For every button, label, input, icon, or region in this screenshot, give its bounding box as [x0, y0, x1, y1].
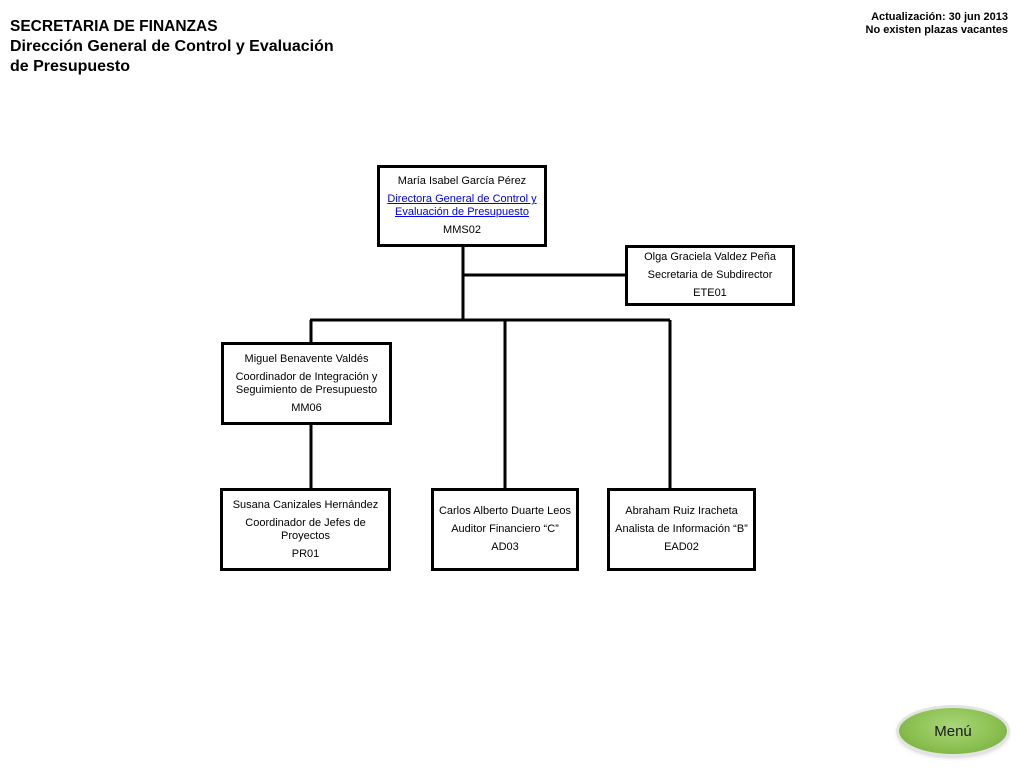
auditor-code: AD03: [491, 541, 519, 553]
project-coordinator-box: Susana Canizales Hernández Coordinador d…: [220, 488, 391, 571]
project-coordinator-code: PR01: [291, 547, 320, 560]
auditor-name: Carlos Alberto Duarte Leos: [438, 505, 572, 517]
page-header: SECRETARIA DE FINANZAS Dirección General…: [10, 17, 334, 77]
coordinator-code: MM06: [291, 401, 322, 414]
analyst-name: Abraham Ruiz Iracheta: [625, 505, 738, 517]
menu-button[interactable]: Menú: [899, 708, 1007, 754]
analyst-box: Abraham Ruiz Iracheta Analista de Inform…: [607, 488, 756, 571]
auditor-box: Carlos Alberto Duarte Leos Auditor Finan…: [431, 488, 579, 571]
coordinator-name: Miguel Benavente Valdés: [244, 352, 369, 365]
director-name: María Isabel García Pérez: [397, 175, 527, 187]
director-title-link[interactable]: Directora General de Control y Evaluació…: [387, 193, 537, 218]
vacancy-note: No existen plazas vacantes: [865, 24, 1008, 36]
secretary-box: Olga Graciela Valdez Peña Secretaria de …: [625, 245, 795, 306]
menu-button-label: Menú: [934, 722, 972, 740]
director-box: María Isabel García Pérez Directora Gene…: [377, 165, 547, 247]
department-name-line2: de Presupuesto: [10, 58, 131, 75]
secretary-title: Secretaria de Subdirector: [647, 269, 773, 281]
auditor-title: Auditor Financiero “C”: [451, 523, 559, 535]
update-date: Actualización: 30 jun 2013: [871, 11, 1008, 23]
director-code: MMS02: [443, 224, 481, 236]
project-coordinator-title: Coordinador de Jefes de Proyectos: [245, 516, 366, 542]
organization-name: SECRETARIA DE FINANZAS: [10, 18, 218, 35]
project-coordinator-name: Susana Canizales Hernández: [232, 498, 379, 511]
update-info: Actualización: 30 jun 2013 No existen pl…: [866, 11, 1008, 37]
coordinator-box: Miguel Benavente Valdés Coordinador de I…: [221, 342, 392, 425]
department-name-line1: Dirección General de Control y Evaluació…: [10, 38, 334, 55]
coordinator-title: Coordinador de Integración y Seguimiento…: [235, 370, 378, 396]
secretary-code: ETE01: [693, 287, 727, 299]
secretary-name: Olga Graciela Valdez Peña: [644, 251, 776, 263]
analyst-code: EAD02: [664, 541, 699, 553]
analyst-title: Analista de Información “B”: [615, 523, 748, 535]
